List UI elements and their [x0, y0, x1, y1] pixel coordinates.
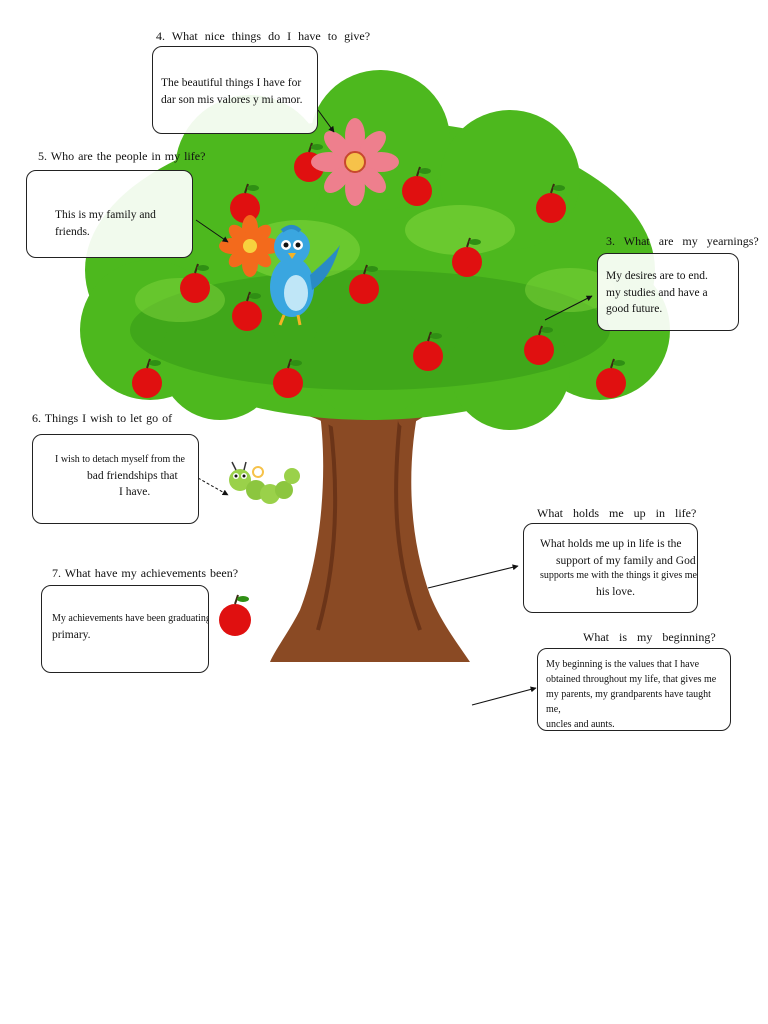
apple-icon	[402, 166, 432, 206]
arrow-q6	[197, 477, 229, 496]
arrow-q2	[427, 564, 519, 589]
answer-2-line: supports me with the things it gives me …	[540, 570, 698, 582]
arrow-q3	[544, 295, 593, 321]
answer-3-line: My desires are to end.	[606, 270, 708, 282]
question-4-title: 4. What nice things do I have to give?	[156, 29, 371, 43]
question-6-title: 6. Things I wish to let go of	[32, 411, 173, 425]
answer-1-line: obtained throughout my life, that gives …	[546, 674, 717, 685]
answer-2-line: What holds me up in life is the	[540, 538, 682, 550]
arrows	[195, 109, 593, 706]
answer-5-box: This is my family and friends.	[26, 170, 193, 258]
apple-icon	[349, 264, 379, 304]
apple-icon	[273, 358, 303, 398]
answer-1-line: uncles and aunts.	[546, 719, 615, 730]
answer-4-box: The beautiful things I have for dar son …	[152, 46, 318, 134]
tree-icon	[80, 70, 670, 430]
question-2-title: What holds me up in life?	[537, 506, 697, 520]
apples	[132, 142, 626, 636]
answer-5-line: This is my family and friends.	[55, 209, 156, 238]
answer-1-line: My beginning is the values that I have	[546, 659, 700, 670]
apple-icon	[524, 325, 554, 365]
answer-1-box: My beginning is the values that I have o…	[537, 648, 731, 731]
answer-2-line: his love.	[596, 585, 635, 598]
apple-icon	[536, 183, 566, 223]
apple-icon	[232, 291, 262, 331]
apple-icon	[219, 594, 251, 636]
answer-3-line: good future.	[606, 303, 663, 316]
answer-7-box: My achievements have been graduating fro…	[41, 585, 209, 673]
apple-icon	[452, 237, 482, 277]
answer-6-box: I wish to detach myself from the bad fri…	[32, 434, 199, 524]
question-1-title: What is my beginning?	[583, 630, 716, 644]
caterpillar-icon	[229, 461, 300, 504]
question-3-title: 3. What are my yearnings?	[606, 234, 759, 248]
apple-icon	[413, 331, 443, 371]
answer-3-box: My desires are to end. my studies and ha…	[597, 253, 739, 331]
answer-2-line: support of my family and God he me	[556, 554, 697, 567]
arrow-q1	[471, 686, 537, 706]
answer-4-line: dar son mis valores y mi amor.	[161, 93, 303, 106]
apple-icon	[230, 183, 260, 223]
answer-6-line: I have.	[119, 486, 151, 499]
answer-1-line: my parents, my grandparents have taught …	[546, 689, 711, 715]
apple-icon	[180, 263, 210, 303]
bird-icon	[270, 225, 340, 326]
answer-7-line: primary.	[52, 628, 91, 641]
apple-icon	[132, 358, 162, 398]
answer-4-line: The beautiful things I have for	[161, 77, 302, 89]
flower-icon	[311, 118, 399, 206]
apple-icon	[596, 358, 626, 398]
answer-7-line: My achievements have been graduating fro…	[52, 613, 209, 624]
question-7-title: 7. What have my achievements been?	[52, 566, 239, 580]
arrow-q4	[317, 109, 335, 133]
answer-6-line: bad friendships that	[87, 469, 178, 482]
answer-3-line: my studies and have a	[606, 286, 708, 299]
answer-2-box: What holds me up in life is the support …	[523, 523, 698, 613]
arrow-q5	[195, 219, 229, 243]
question-5-title: 5. Who are the people in my life?	[38, 149, 206, 163]
answer-6-line: I wish to detach myself from the	[55, 454, 185, 465]
